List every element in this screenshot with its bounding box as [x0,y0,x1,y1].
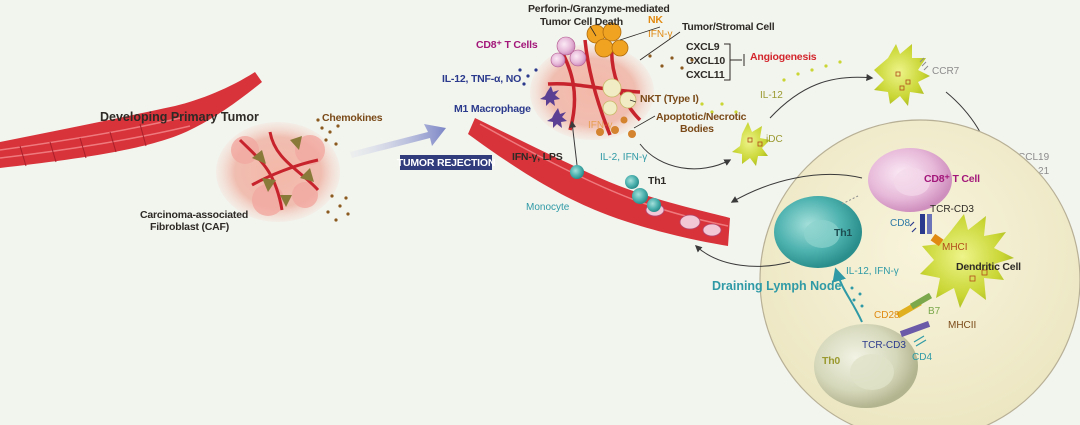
b7-label: B7 [928,306,941,317]
cxcl9-label: CXCL9 [686,41,720,53]
cd8-t-cells-label: CD8⁺ T Cells [476,39,538,51]
cd8-t-cell-cluster [550,36,587,68]
arrow-idc-to-dc [769,73,874,119]
th0-label: Th0 [822,355,840,367]
chemokine-dots [316,118,350,222]
th1-cells-vessel [625,175,661,212]
cd4-label: CD4 [912,352,932,363]
cxcl11-label: CXCL11 [686,69,725,81]
cytokine-dots-middle [518,54,842,114]
dendritic-cell-label: Dendritic Cell [956,261,1021,273]
monocyte-cell [569,120,584,179]
angiogenesis-label: Angiogenesis [750,51,817,63]
tumor-rejection-arrow [350,124,446,158]
left-blood-vessel [0,72,262,168]
tumor-rejection-box [400,155,492,170]
caf-cells [252,136,314,207]
arrow-cd8-to-tumor [730,173,863,203]
primary-tumor-mass [216,122,340,222]
nkt-label: NKT (Type I) [640,93,699,105]
nkt-cells [602,78,637,116]
chemokines-label: Chemokines [322,112,383,124]
mhci-label: MHCI [942,242,968,253]
il12-label: IL-12 [760,90,783,101]
caf-label-line2: Fibroblast (CAF) [150,221,229,233]
th1-ln-label: Th1 [834,227,852,239]
m1-macrophage-cells [540,86,567,128]
cxcl-bracket [724,43,745,81]
arrow-th1-to-tumor [694,245,791,267]
tcr-cd3-label: TCR-CD3 [930,204,974,215]
cd8-t-cell-label: CD8⁺ T Cell [924,173,980,185]
dendritic-cell-ln [920,214,1014,308]
nk-cell-cluster [586,22,629,58]
arrow-apoptotic-to-idc [639,143,732,170]
tcr-cd3-th0-label: TCR-CD3 [862,340,906,351]
apoptotic-bodies [596,116,636,138]
idc-label: iDC [766,134,783,145]
tumor-rejection-label: TUMOR REJECTION [397,157,496,169]
leader-lines [589,25,681,129]
mhcii-label: MHCII [948,320,976,331]
draining-lymph-node-label: Draining Lymph Node [712,279,841,293]
il2-ifn-label: IL-2, IFN-γ [600,152,647,163]
perforin-label-line1: Perforin-/Granzyme-mediated [528,3,670,15]
ln-cytokine-dots [850,286,864,308]
apoptotic-label-line1: Apoptotic/Necrotic [656,111,747,123]
perforin-label-line2: Tumor Cell Death [540,16,623,28]
monocyte-label: Monocyte [526,202,570,213]
tumor-stromal-cell-label: Tumor/Stromal Cell [682,21,775,33]
cd28-label: CD28 [874,310,900,321]
ccl19-label: CCL19 [1018,152,1050,163]
cxcl10-label: CXCL10 [686,55,725,67]
dotted-th1-cd8 [841,195,859,205]
nk-label: NK [648,14,663,26]
th0-cell [814,324,918,408]
ifn-gamma-faint-label: IFN-γ [588,120,612,131]
cd28-b7-complex [896,292,933,347]
apoptotic-label-line2: Bodies [680,123,714,135]
ccr7-label: CCR7 [932,66,960,77]
arrow-th0-to-th1 [832,267,863,323]
ifn-gamma-label: IFN-γ [648,29,672,40]
cd8-label: CD8 [890,218,910,229]
m1-macrophage-label: M1 Macrophage [454,103,531,115]
idc-cell [732,122,770,166]
il12-tnf-no-label: IL-12, TNF-α, NO [442,73,521,85]
il12-ifn-ln-label: IL-12, IFN-γ [846,266,899,277]
developing-primary-tumor-label: Developing Primary Tumor [100,110,259,124]
th1-cell-ln [774,196,862,268]
tcr-mhci-complex [909,214,944,247]
cd8-t-cell-ln [868,148,952,212]
migrating-dendritic-cell [874,44,930,106]
th1-vessel-label: Th1 [648,175,666,187]
ifn-lps-label: IFN-γ, LPS [512,151,563,163]
caf-label-line1: Carcinoma-associated [140,209,248,221]
